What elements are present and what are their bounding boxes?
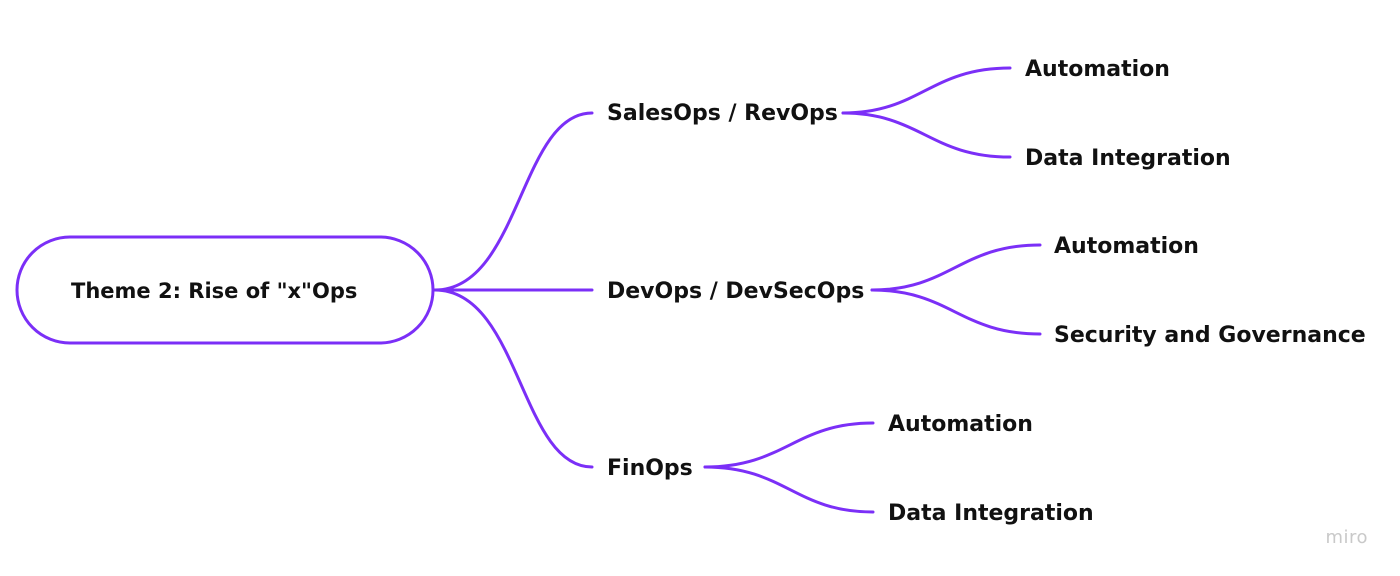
branch-salesops-label[interactable]: SalesOps / RevOps (607, 101, 838, 126)
leaf-finops-automation[interactable]: Automation (888, 412, 1033, 437)
miro-watermark: miro (1325, 527, 1368, 548)
root-node[interactable]: Theme 2: Rise of "x"Ops (15, 235, 435, 345)
connector-root-finops (433, 288, 594, 469)
connector-salesops-data-integration (841, 111, 1012, 159)
connector-salesops-automation (841, 66, 1012, 115)
connector-finops-data-integration (703, 465, 875, 514)
branch-devops-label[interactable]: DevOps / DevSecOps (607, 279, 864, 304)
root-connectors (433, 111, 594, 469)
leaf-devops-automation[interactable]: Automation (1054, 234, 1199, 259)
leaf-salesops-automation[interactable]: Automation (1025, 57, 1170, 82)
leaf-salesops-data-integration[interactable]: Data Integration (1025, 146, 1231, 171)
connector-finops-automation (703, 421, 875, 469)
connector-root-salesops (433, 111, 594, 292)
connector-devops-automation (870, 243, 1042, 292)
root-node-shape (15, 235, 435, 345)
branch-finops-label[interactable]: FinOps (607, 456, 693, 481)
root-node-label: Theme 2: Rise of "x"Ops (71, 279, 357, 303)
leaf-finops-data-integration[interactable]: Data Integration (888, 501, 1094, 526)
branch-connectors (703, 66, 1042, 514)
connector-devops-security (870, 288, 1042, 336)
leaf-devops-security-governance[interactable]: Security and Governance (1054, 323, 1366, 348)
